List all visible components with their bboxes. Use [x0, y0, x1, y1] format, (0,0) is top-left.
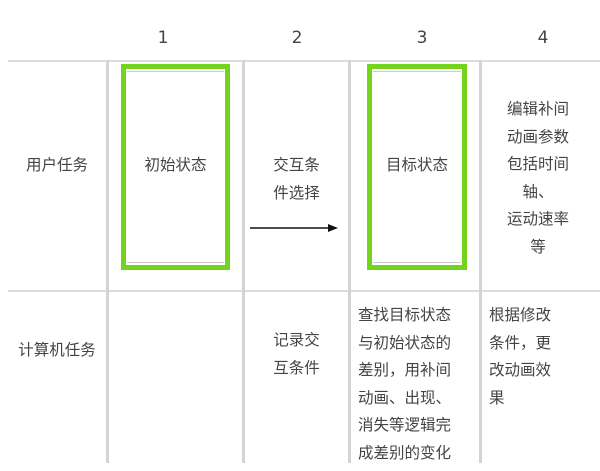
column-header-3: 3: [416, 28, 428, 48]
cell-user-2: 交互条 件选择: [273, 156, 320, 202]
cell-computer-2: 记录交 互条件: [273, 331, 320, 377]
column-header-4: 4: [537, 28, 549, 48]
cell-user-4: 编辑补间 动画参数 包括时间 轴、 运动速率 等: [506, 100, 569, 256]
cell-user-1: 初始状态: [144, 156, 207, 174]
column-divider: [348, 60, 351, 463]
cell-user-3: 目标状态: [385, 156, 448, 174]
row-divider-middle: [8, 290, 600, 292]
column-header-2: 2: [291, 28, 303, 48]
row-label-computer-task: 计算机任务: [18, 341, 96, 359]
row-divider-top: [8, 60, 600, 62]
cell-computer-3: 查找目标状态 与初始状态的 差别，用补间 动画、出现、 消失等逻辑完 成差别的变…: [358, 306, 452, 462]
initial-state-frame: [121, 64, 230, 270]
column-header-1: 1: [157, 28, 169, 48]
arrow-icon: [250, 224, 338, 232]
column-divider: [106, 60, 109, 463]
column-divider: [479, 60, 482, 463]
column-divider: [242, 60, 245, 463]
cell-computer-4: 根据修改 条件，更 改动画效 果: [489, 306, 552, 407]
row-label-user-task: 用户任务: [25, 156, 88, 174]
target-state-frame: [367, 64, 467, 270]
